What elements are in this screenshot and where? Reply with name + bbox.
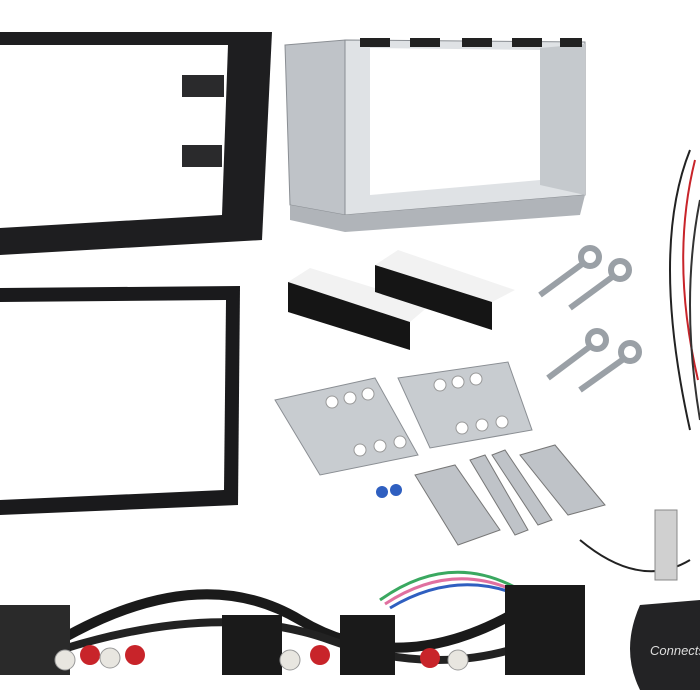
lower-fascia-panel [0,286,240,515]
steering-interface-module: Connects2 [630,600,700,690]
iso-connector-1 [222,615,282,675]
screw-2 [390,484,402,496]
iso-connector-2 [340,615,395,675]
brand-logo: Connects2 [650,643,700,658]
iso-connector-3 [505,585,585,675]
antenna-adapter [579,509,691,581]
upper-fascia-panel [0,32,272,255]
metal-clips [414,444,606,546]
screw-1 [376,486,388,498]
patch-lead-wires [669,149,700,431]
mounting-brackets [274,361,533,476]
metal-cage [284,38,586,232]
wiring-harness [0,570,585,675]
foam-pads [288,250,515,350]
removal-keys [538,245,642,393]
